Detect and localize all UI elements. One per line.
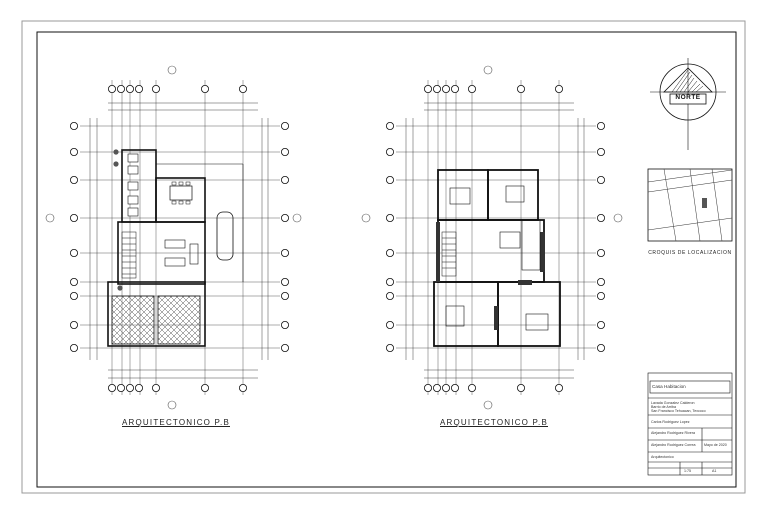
tb-date: Mayo de 2020 <box>704 443 727 447</box>
tb-location-2: Barrio de Arriba <box>651 405 676 409</box>
inner-frame <box>36 31 737 488</box>
plan-left <box>45 65 302 410</box>
plan-right <box>361 65 623 410</box>
location-sketch <box>647 168 733 242</box>
tb-reviewer: Alejandro Rodriguez Correa <box>651 443 696 447</box>
plan-left-title: ARQUITECTONICO P.B <box>122 418 230 427</box>
tb-sheet-no: A1 <box>712 469 717 473</box>
north-arrow <box>650 58 726 150</box>
outer-frame <box>21 20 746 494</box>
tb-location-1: Lavada Gonzalez Calderon <box>651 401 695 405</box>
tb-contents: Arquitectonico <box>651 455 674 459</box>
tb-designer: Alejandro Rodriguez Rivera <box>651 431 695 435</box>
title-block <box>647 372 733 476</box>
tb-scale: 1:75 <box>684 469 691 473</box>
croquis-label: CROQUIS DE LOCALIZACION <box>648 250 732 256</box>
plan-right-title: ARQUITECTONICO P.B <box>440 418 548 427</box>
tb-location-3: San Francisco Tehuacan, Texcoco <box>651 409 706 413</box>
tb-owner: Carlos Rodriguez Lopez <box>651 420 690 424</box>
north-label: NORTE <box>675 94 701 101</box>
tb-project: Casa Habitacion <box>652 384 686 389</box>
